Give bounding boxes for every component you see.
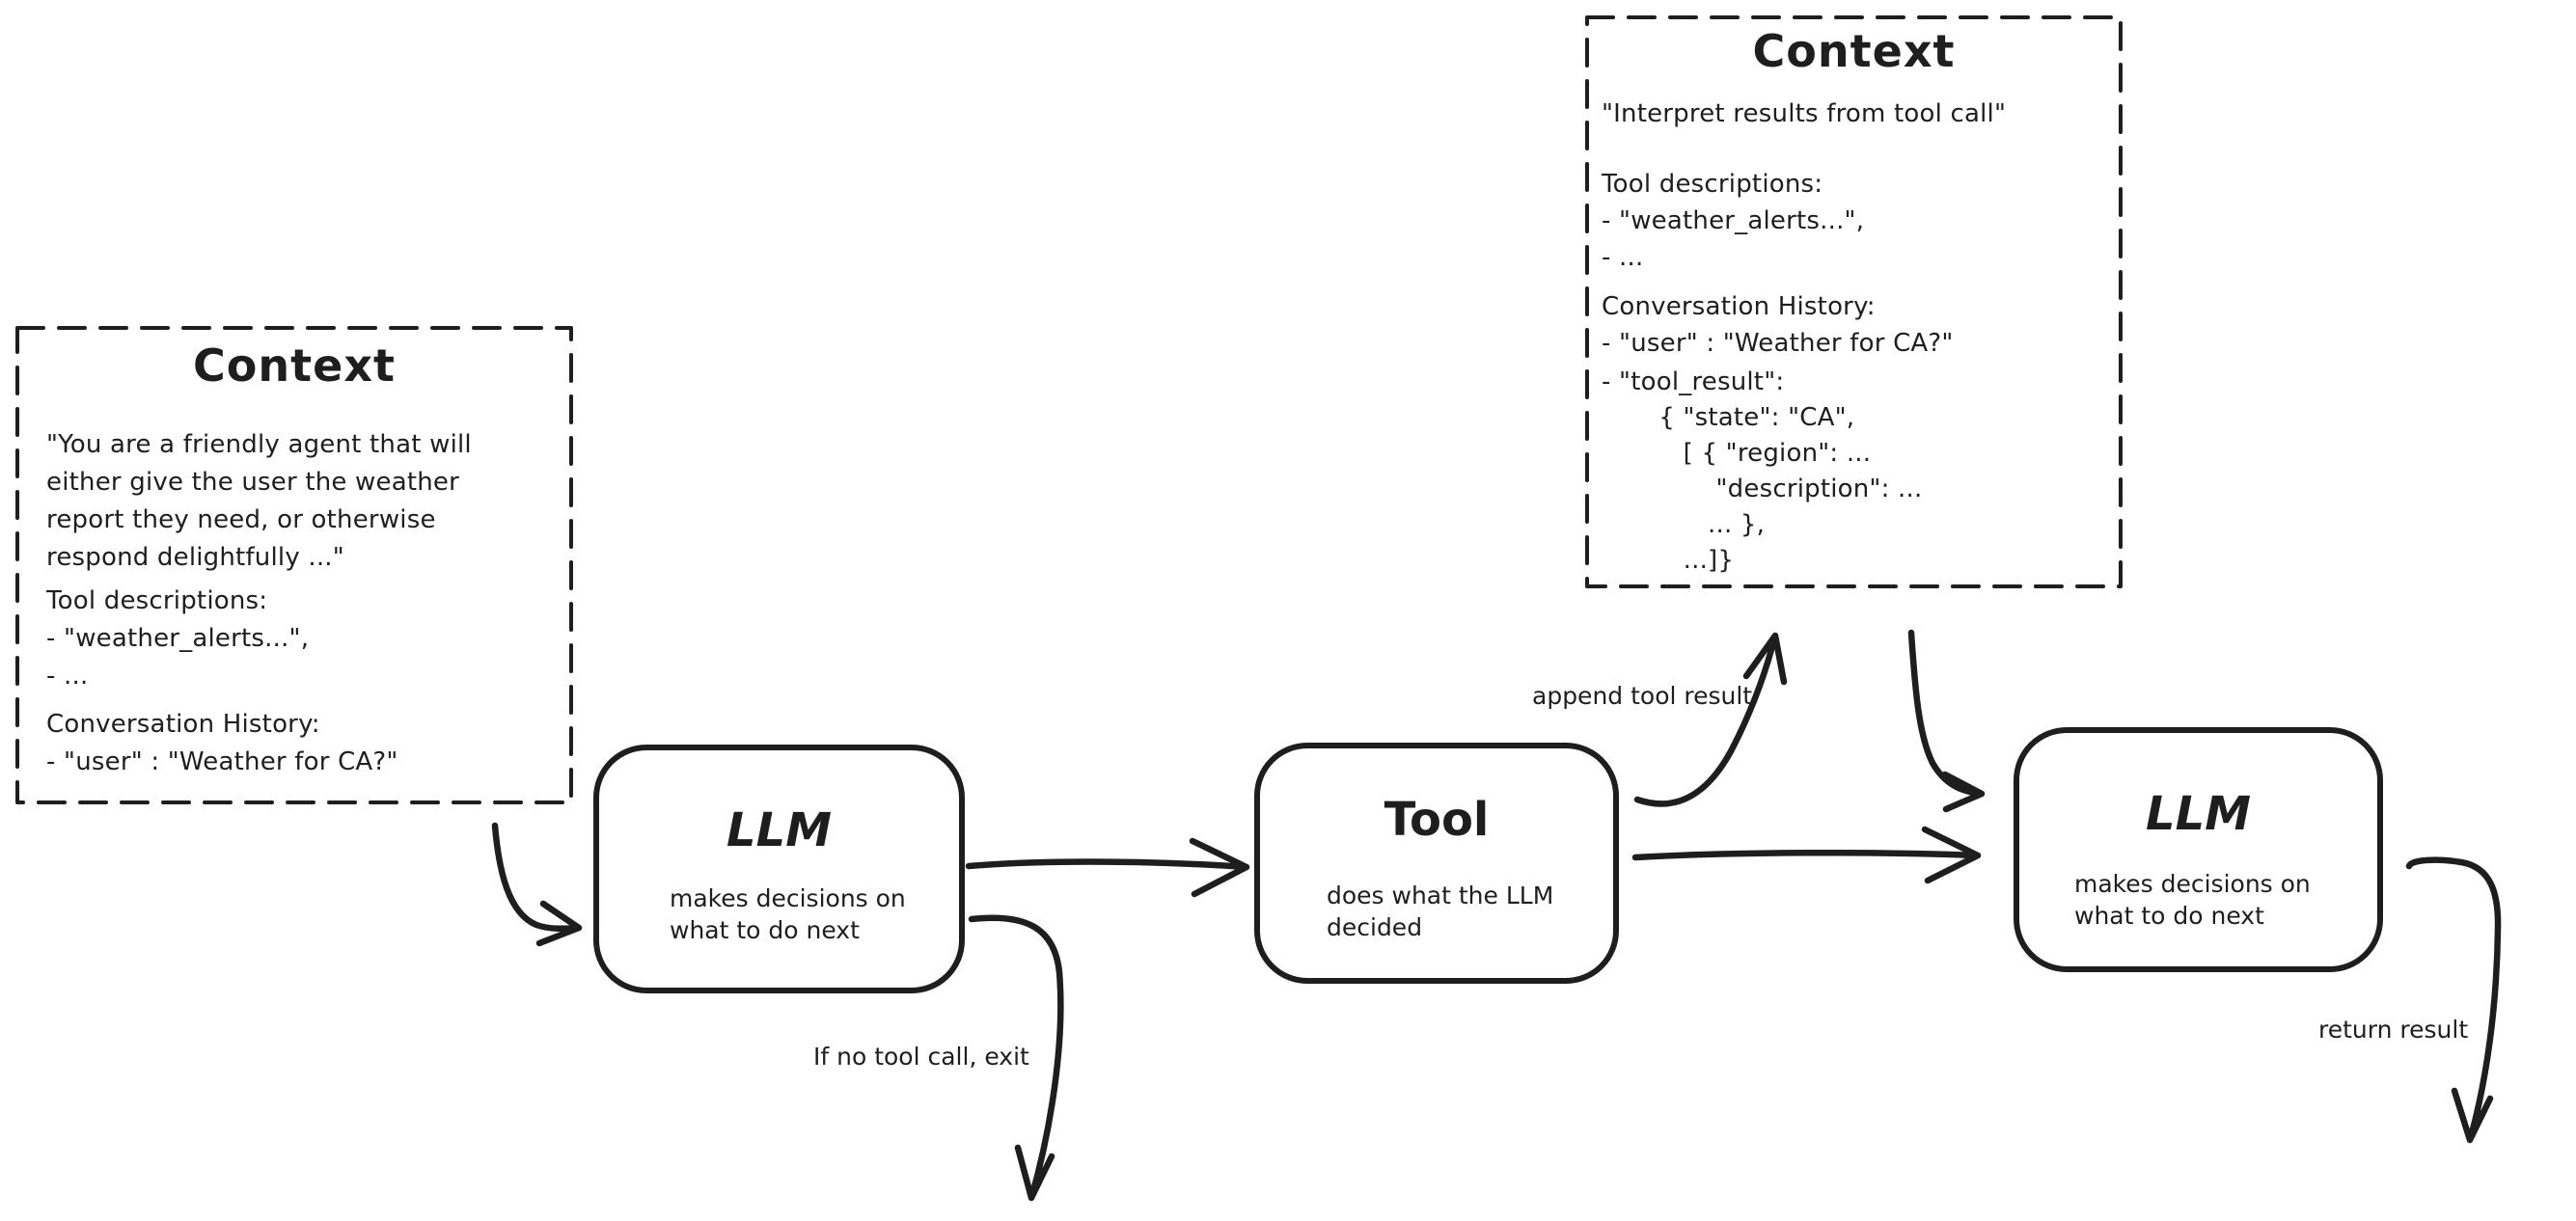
context-left-system-prompt: "You are a friendly agent that will eith… (46, 430, 472, 572)
llm-first-subtitle: makes decisions on what to do next (670, 884, 906, 944)
context-top-box (1585, 15, 2123, 588)
context-left-box (15, 326, 573, 804)
llm-second-subtitle: makes decisions on what to do next (2074, 870, 2311, 930)
edge-label-no-tool-call-exit: If no tool call, exit (813, 1043, 1029, 1071)
edge-context-top-to-llm-second-arrow (1907, 629, 1986, 813)
context-left-tool-descriptions: Tool descriptions: - "weather_alerts..."… (46, 586, 310, 691)
llm-first-node-box (593, 745, 965, 993)
llm-second-node-box (2014, 727, 2383, 972)
llm-first-title: LLM (726, 803, 832, 857)
edge-label-append-tool-result: append tool result (1532, 682, 1753, 710)
tool-title: Tool (1384, 793, 1490, 847)
edge-llm-first-exit-arrow (968, 914, 1064, 1202)
context-top-title: Context (1752, 25, 1956, 77)
edge-label-return-result: return result (2318, 1016, 2469, 1044)
edge-llm-first-to-tool-arrow (965, 837, 1250, 898)
context-left-title: Context (193, 339, 396, 392)
context-top-system-prompt: "Interpret results from tool call" (1602, 99, 2007, 128)
edge-context-left-to-llm-first-arrow (491, 822, 583, 947)
tool-node-box (1254, 743, 1619, 984)
context-left-conversation-history: Conversation History: - "user" : "Weathe… (46, 710, 398, 776)
context-top-tool-descriptions: Tool descriptions: - "weather_alerts..."… (1602, 170, 1865, 272)
context-top-conversation-history: Conversation History: - "user" : "Weathe… (1602, 292, 1954, 358)
edge-tool-to-context-top-arrow (1633, 632, 1788, 807)
tool-subtitle: does what the LLM decided (1327, 882, 1554, 941)
edge-tool-to-llm-second-arrow (1631, 826, 1982, 884)
llm-second-title: LLM (2146, 787, 2251, 841)
context-top-tool-result: - "tool_result": { "state": "CA", [ { "r… (1602, 367, 1923, 575)
edge-llm-second-return-arrow (2405, 856, 2502, 1144)
